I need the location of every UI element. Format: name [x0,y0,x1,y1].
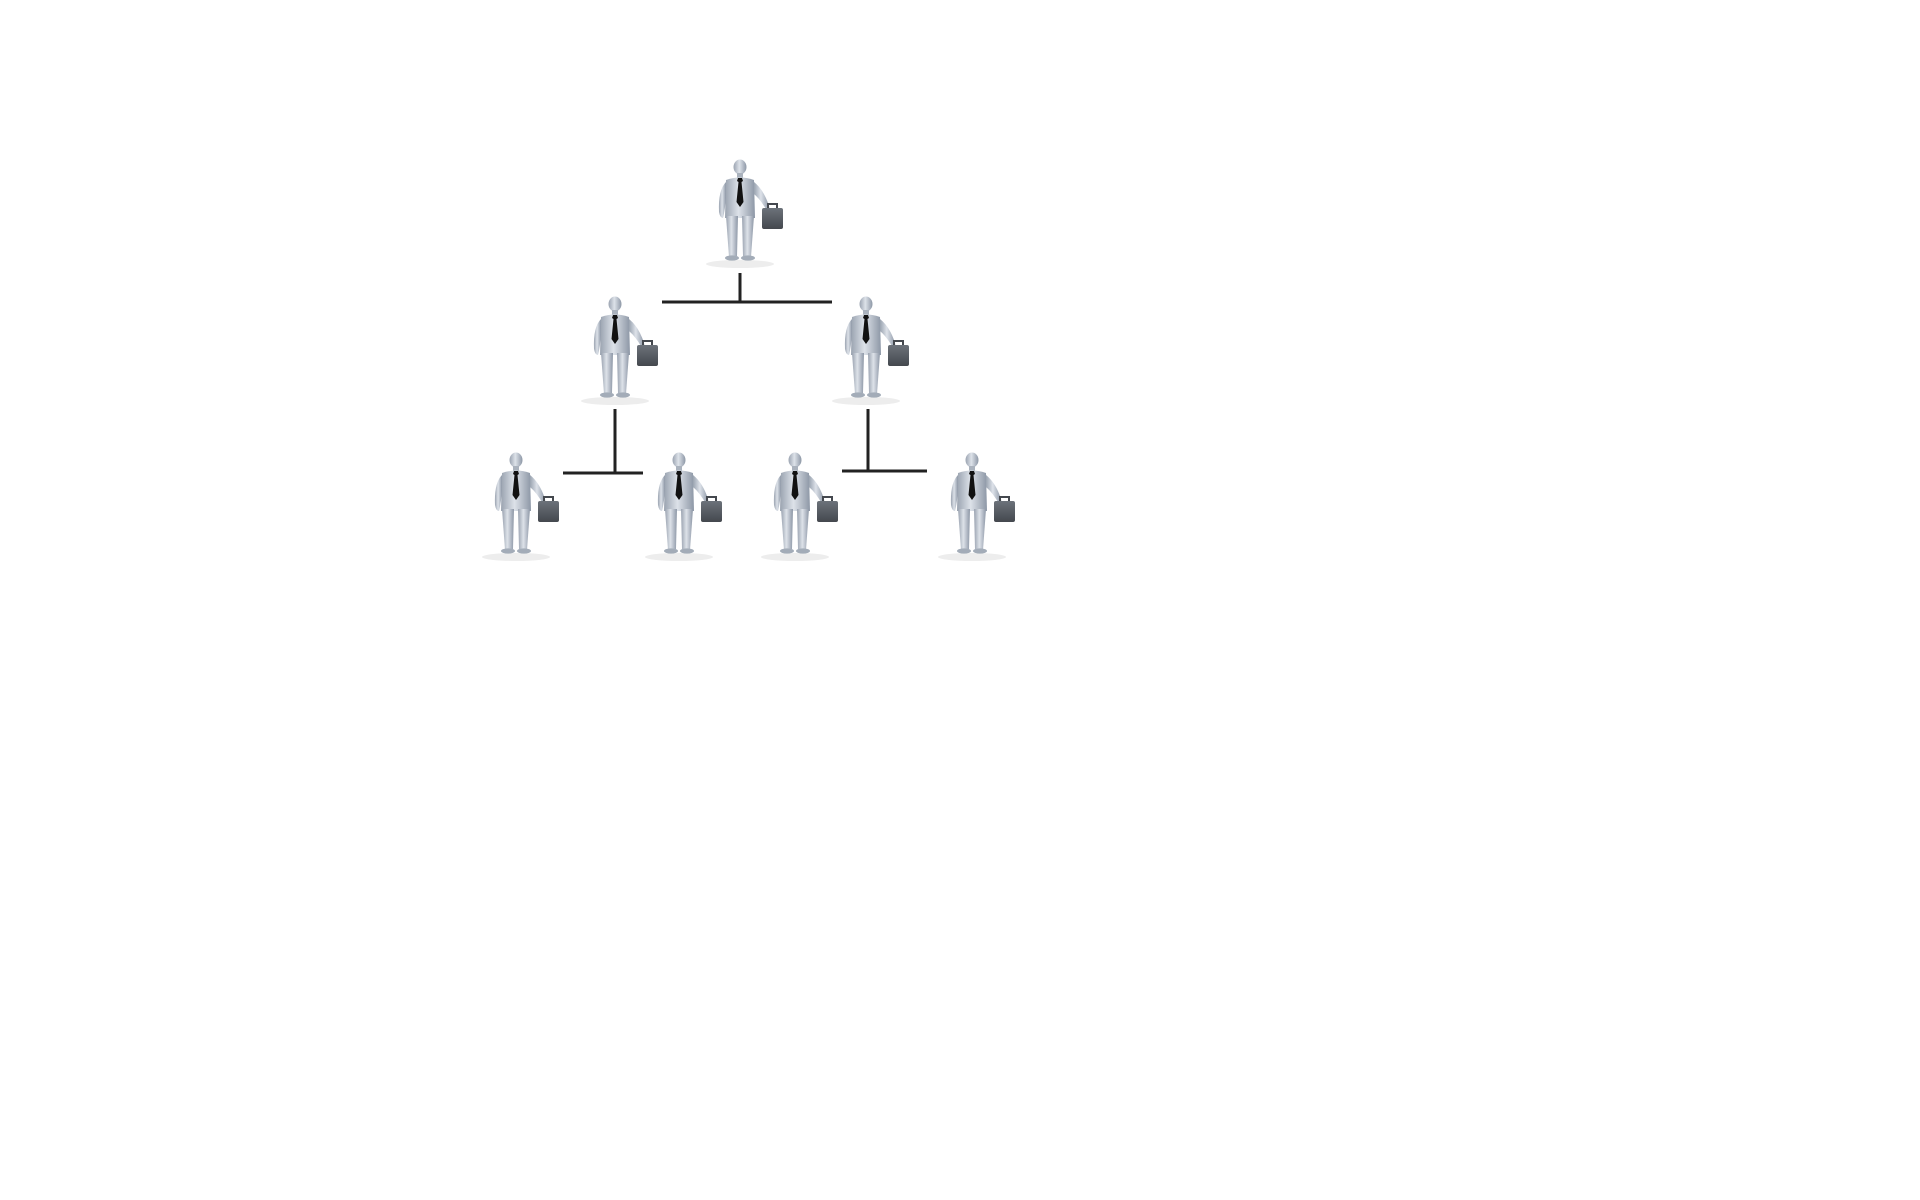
businessman-with-briefcase-icon [705,158,784,269]
node-top [705,158,784,269]
node-mid-right [831,295,910,406]
businessman-with-briefcase-icon [937,451,1016,562]
node-bottom-1 [481,451,560,562]
node-bottom-3 [760,451,839,562]
node-bottom-2 [644,451,723,562]
businessman-with-briefcase-icon [481,451,560,562]
node-bottom-4 [937,451,1016,562]
connectors [563,273,927,475]
businessman-with-briefcase-icon [644,451,723,562]
businessman-with-briefcase-icon [831,295,910,406]
businessman-with-briefcase-icon [760,451,839,562]
node-mid-left [580,295,659,406]
businessman-with-briefcase-icon [580,295,659,406]
